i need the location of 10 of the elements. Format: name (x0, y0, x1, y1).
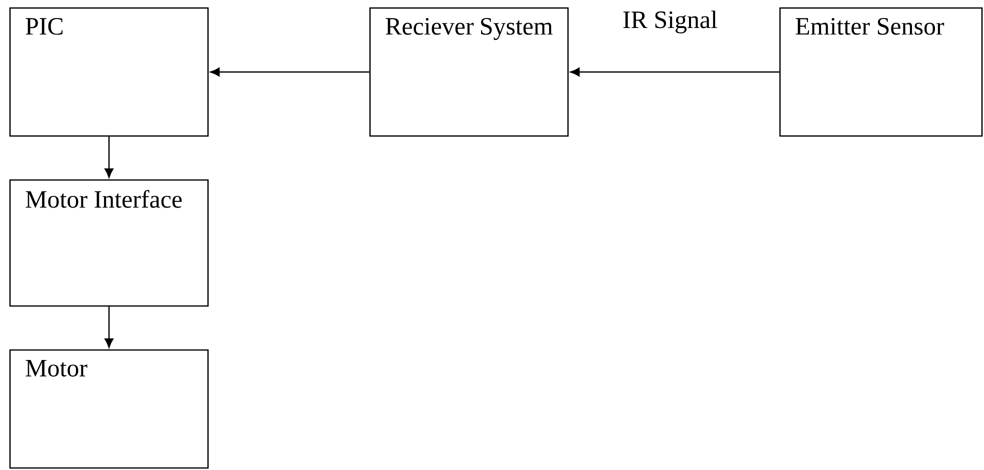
process-box: PIC (9, 7, 209, 137)
arrow (104, 136, 114, 178)
process-box: Emitter Sensor (779, 7, 983, 137)
process-box: Motor Interface (9, 179, 209, 307)
arrow (570, 68, 780, 76)
process-box: Motor (9, 349, 209, 469)
process-box: Reciever System (369, 7, 569, 137)
arrow (210, 68, 370, 76)
arrow (104, 306, 114, 348)
edge-label: IR Signal (623, 10, 718, 34)
